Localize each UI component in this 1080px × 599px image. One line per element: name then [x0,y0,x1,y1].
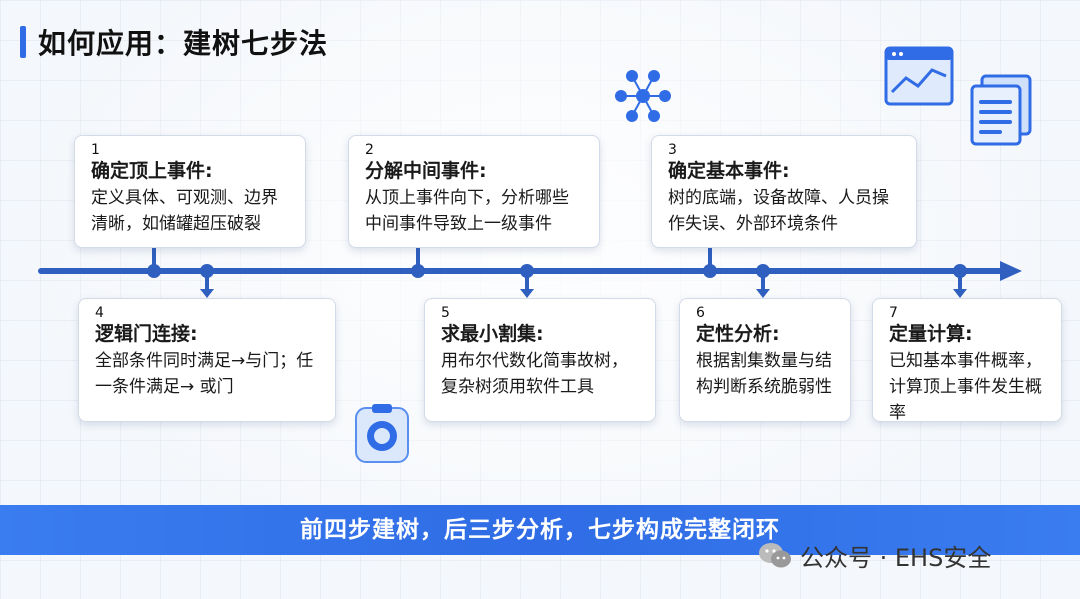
node-step-1 [147,264,161,278]
step-description: 从顶上事件向下，分析哪些中间事件导致上一级事件 [365,188,569,234]
chart-window-icon [884,46,954,106]
node-step-2 [411,264,425,278]
wechat-icon [759,542,791,567]
step-heading: 逻辑门连接: [95,323,198,345]
step-description: 根据割集数量与结构判断系统脆弱性 [696,351,832,397]
node-step-5 [520,264,534,278]
connector-step-7 [958,274,962,290]
timeline-arrowhead [1000,261,1022,281]
step-card-1: 1 确定顶上事件: 定义具体、可观测、边界清晰，如储罐超压破裂 [74,135,306,248]
clipboard-target-icon [355,404,409,463]
node-step-7 [953,264,967,278]
page-title: 如何应用：建树七步法 [38,27,329,60]
step-number: 5 [441,305,450,321]
node-step-4 [200,264,214,278]
arrow-step-7 [953,289,967,298]
step-card-3: 3 确定基本事件: 树的底端，设备故障、人员操作失误、外部环境条件 [651,135,917,248]
step-card-5: 5 求最小割集: 用布尔代数化简事故树，复杂树须用软件工具 [424,298,656,422]
step-number: 2 [365,142,374,158]
step-card-6: 6 定性分析: 根据割集数量与结构判断系统脆弱性 [679,298,851,422]
step-heading: 定性分析: [696,323,780,345]
connector-step-2 [416,248,420,270]
step-number: 4 [95,305,104,321]
connector-step-5 [525,274,529,290]
step-heading: 求最小割集: [441,323,544,345]
step-number: 6 [696,305,705,321]
title-accent-bar [20,26,26,58]
step-card-2: 2 分解中间事件: 从顶上事件向下，分析哪些中间事件导致上一级事件 [348,135,600,248]
step-description: 用布尔代数化简事故树，复杂树须用软件工具 [441,351,628,397]
node-step-3 [703,264,717,278]
arrow-step-4 [200,289,214,298]
watermark-text: 公众号 · EHS安全 [800,544,992,572]
step-heading: 分解中间事件: [365,160,487,182]
documents-icon [970,74,1032,146]
step-heading: 定量计算: [889,323,973,345]
network-icon [615,70,671,122]
arrow-step-5 [520,289,534,298]
step-card-4: 4 逻辑门连接: 全部条件同时满足→与门；任一条件满足→ 或门 [78,298,336,422]
connector-step-1 [152,248,156,270]
arrow-step-6 [756,289,770,298]
step-number: 3 [668,142,677,158]
connector-step-4 [205,274,209,290]
node-step-6 [756,264,770,278]
step-description: 已知基本事件概率，计算顶上事件发生概率 [889,351,1042,423]
step-description: 树的底端，设备故障、人员操作失误、外部环境条件 [668,188,889,234]
connector-step-6 [761,274,765,290]
connector-step-3 [708,248,712,270]
step-number: 1 [91,142,100,158]
step-description: 定义具体、可观测、边界清晰，如储罐超压破裂 [91,188,278,234]
watermark: 公众号 · EHS安全 [758,538,991,573]
step-heading: 确定基本事件: [668,160,790,182]
step-number: 7 [889,305,898,321]
step-description: 全部条件同时满足→与门；任一条件满足→ 或门 [95,351,314,397]
step-card-7: 7 定量计算: 已知基本事件概率，计算顶上事件发生概率 [872,298,1062,423]
step-heading: 确定顶上事件: [91,160,213,182]
summary-banner: 前四步建树，后三步分析，七步构成完整闭环 [0,505,1080,555]
